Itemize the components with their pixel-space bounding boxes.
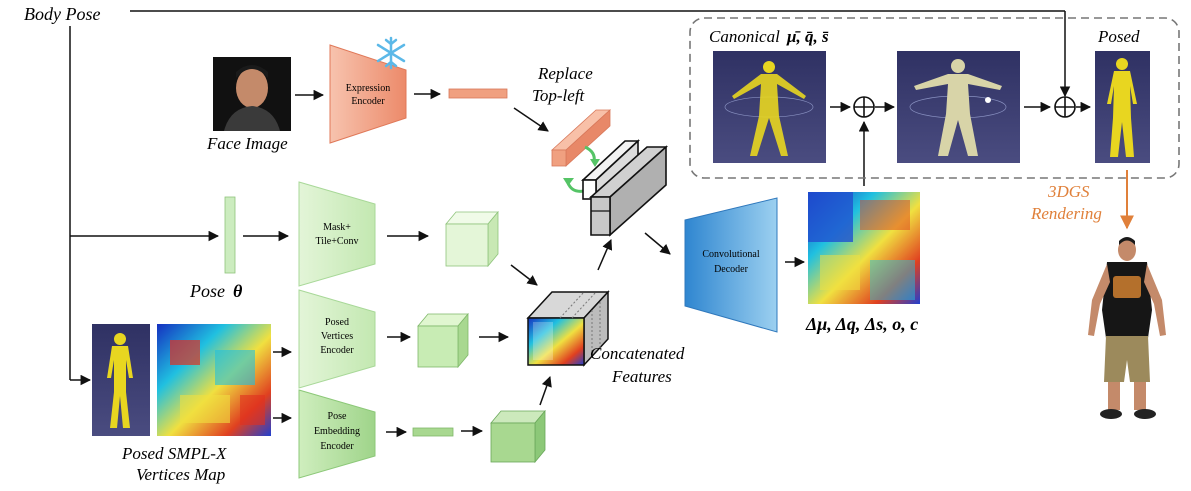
posed-vertices-line3: Encoder	[320, 345, 354, 356]
convolutional-decoder	[684, 197, 778, 333]
conv-decoder-line2: Decoder	[714, 264, 749, 275]
add-operator-icon-1	[853, 96, 875, 118]
embedding-feature-cube	[490, 409, 546, 464]
pose-embedding-vector	[412, 427, 454, 437]
expression-feature-vector	[448, 88, 508, 99]
replace-label-line2: Top-left	[532, 86, 586, 105]
pose-theta-symbol: θ	[233, 281, 243, 301]
posed-vertices-encoder	[298, 289, 376, 389]
swap-arrows-icon	[563, 145, 600, 193]
delta-output-map	[808, 192, 920, 304]
gaussian-panel	[689, 17, 1180, 179]
concatenated-features-block	[526, 290, 610, 367]
posed-smplx-mesh-image	[92, 324, 150, 436]
canonical-avatar-image	[713, 51, 826, 163]
conv-decoder-line1: Convolutional	[702, 249, 759, 260]
vertices-map-image	[157, 324, 271, 436]
posed-panel-label: Posed	[1097, 27, 1140, 46]
add-operator-icon-2	[1054, 96, 1076, 118]
smplx-label-line1: Posed SMPL-X	[121, 444, 227, 463]
posed-avatar-image	[1095, 51, 1150, 163]
pose-theta-vector	[224, 196, 236, 274]
pose-embed-line1: Pose	[328, 411, 347, 422]
canonical-symbols-label: μ̄, q̄, s̄	[786, 27, 829, 46]
posed-vertices-line1: Posed	[325, 317, 349, 328]
deformed-avatar-image	[897, 51, 1020, 163]
canonical-prefix-label: Canonical	[709, 27, 780, 46]
concatenated-label-line1: Concatenated	[590, 344, 685, 363]
expression-feature-block	[550, 109, 612, 167]
pose-feature-cube	[445, 210, 499, 268]
smplx-label-line2: Vertices Map	[136, 465, 225, 484]
expression-encoder-line2: Encoder	[351, 96, 385, 107]
feature-stack	[580, 139, 669, 237]
mask-tile-line1: Mask+	[323, 222, 351, 233]
expression-encoder-line1: Expression	[346, 83, 390, 94]
rendering-label-line1: 3DGS	[1047, 182, 1090, 201]
rendered-avatar-image	[1088, 237, 1166, 419]
pose-embedding-encoder	[298, 389, 376, 479]
face-image-label: Face Image	[206, 134, 288, 153]
delta-outputs-label: Δμ, Δq, Δs, o, c	[805, 314, 918, 334]
mask-tile-conv-module	[298, 181, 376, 287]
face-image	[213, 57, 291, 131]
pose-embed-line2: Embedding	[314, 426, 360, 437]
body-pose-label: Body Pose	[24, 4, 100, 24]
rendering-label-line2: Rendering	[1030, 204, 1102, 223]
posed-vertices-line2: Vertices	[321, 331, 353, 342]
mask-tile-line2: Tile+Conv	[315, 236, 358, 247]
concatenated-label-line2: Features	[611, 367, 672, 386]
snowflake-icon	[376, 36, 406, 70]
pose-embed-line3: Encoder	[320, 441, 354, 452]
pose-theta-prefix: Pose	[189, 281, 225, 301]
vertex-feature-cube	[417, 312, 469, 369]
expression-encoder	[329, 44, 407, 144]
replace-label-line1: Replace	[537, 64, 593, 83]
